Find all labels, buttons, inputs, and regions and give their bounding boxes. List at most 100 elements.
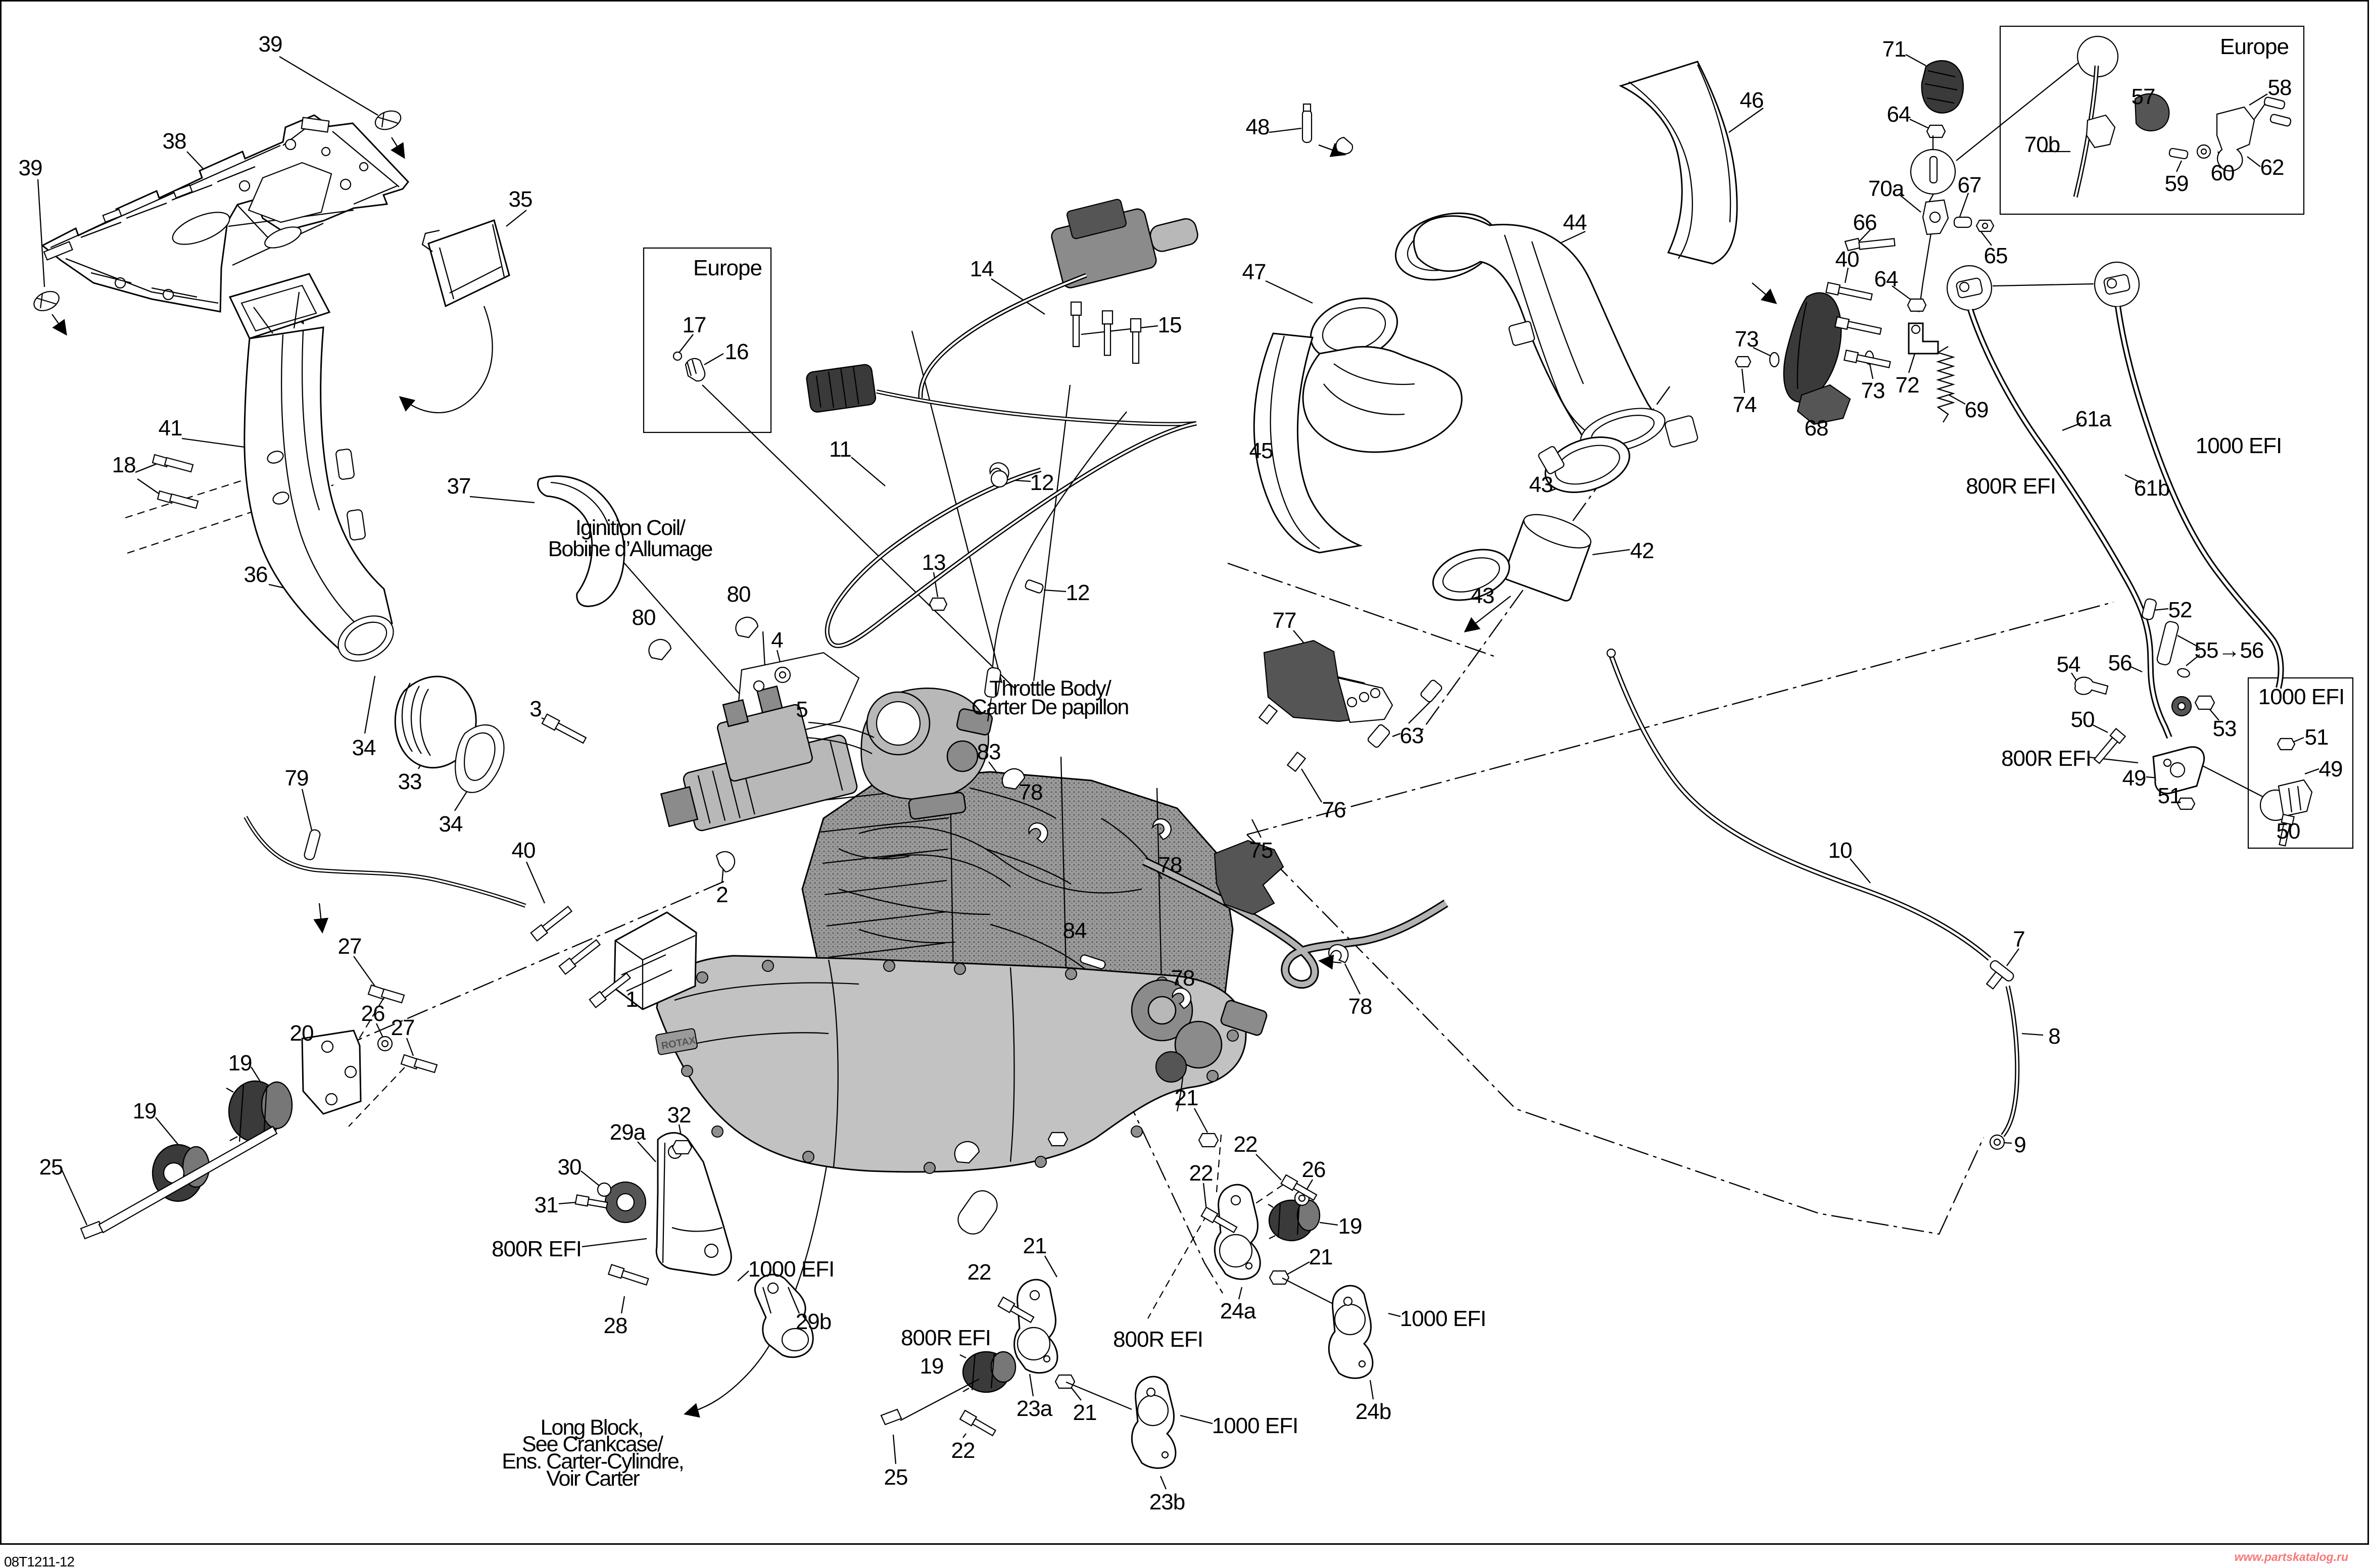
svg-text:1000 EFI: 1000 EFI [1212, 1413, 1298, 1438]
svg-text:Carter De papillon: Carter De papillon [972, 695, 1129, 719]
svg-text:52: 52 [2168, 598, 2192, 622]
svg-text:39: 39 [19, 156, 42, 180]
svg-text:800R EFI: 800R EFI [901, 1326, 991, 1350]
svg-text:51: 51 [2305, 725, 2329, 750]
svg-text:40: 40 [1835, 247, 1859, 272]
svg-text:24a: 24a [1220, 1299, 1256, 1324]
svg-text:40: 40 [512, 838, 536, 863]
svg-text:19: 19 [228, 1051, 252, 1075]
svg-text:800R EFI: 800R EFI [2001, 746, 2091, 771]
svg-text:69: 69 [1965, 398, 1989, 422]
svg-text:37: 37 [447, 474, 471, 499]
svg-text:72: 72 [1896, 373, 1919, 398]
svg-text:Voir Carter: Voir Carter [546, 1466, 640, 1491]
svg-text:5: 5 [796, 697, 807, 722]
svg-text:15: 15 [1158, 313, 1182, 337]
svg-text:70b: 70b [2024, 132, 2060, 157]
svg-text:49: 49 [2319, 757, 2343, 781]
svg-text:49: 49 [2122, 766, 2146, 791]
svg-text:44: 44 [1563, 210, 1587, 235]
svg-text:8: 8 [2048, 1024, 2060, 1049]
svg-text:26: 26 [1302, 1157, 1326, 1182]
svg-text:77: 77 [1273, 608, 1296, 633]
svg-text:79: 79 [285, 766, 309, 791]
svg-text:28: 28 [604, 1313, 627, 1338]
svg-text:43: 43 [1529, 472, 1553, 497]
svg-text:11: 11 [829, 437, 851, 462]
svg-text:45: 45 [1249, 438, 1273, 463]
svg-text:46: 46 [1740, 88, 1764, 113]
svg-text:27: 27 [338, 934, 362, 959]
svg-text:34: 34 [352, 736, 376, 760]
svg-text:20: 20 [290, 1021, 314, 1046]
svg-text:78: 78 [1348, 994, 1372, 1019]
svg-text:2: 2 [716, 883, 728, 907]
svg-text:22: 22 [951, 1438, 975, 1463]
svg-text:25: 25 [39, 1155, 63, 1180]
svg-text:12: 12 [1030, 470, 1054, 495]
svg-text:54: 54 [2057, 652, 2081, 677]
svg-text:33: 33 [398, 769, 422, 794]
svg-text:25: 25 [884, 1465, 908, 1490]
svg-text:29a: 29a [610, 1120, 646, 1145]
svg-text:800R EFI: 800R EFI [1966, 474, 2056, 499]
svg-text:19: 19 [133, 1099, 157, 1123]
svg-text:10: 10 [1828, 838, 1852, 863]
svg-text:64: 64 [1887, 102, 1911, 127]
svg-text:39: 39 [259, 32, 282, 57]
svg-text:1000 EFI: 1000 EFI [2196, 433, 2282, 458]
svg-text:61a: 61a [2075, 407, 2112, 431]
svg-text:59: 59 [2165, 171, 2189, 196]
svg-text:75: 75 [1249, 838, 1273, 863]
svg-text:73: 73 [1861, 378, 1885, 403]
svg-text:22: 22 [1189, 1161, 1213, 1186]
svg-text:24b: 24b [1356, 1399, 1391, 1424]
svg-text:Iginition Coil/: Iginition Coil/ [575, 516, 686, 540]
svg-text:38: 38 [163, 129, 186, 154]
svg-text:76: 76 [1322, 798, 1346, 822]
svg-text:Throttle Body/: Throttle Body/ [989, 676, 1111, 701]
svg-text:See Crankcase/: See Crankcase/ [522, 1432, 663, 1456]
svg-text:9: 9 [2014, 1133, 2025, 1157]
svg-text:34: 34 [439, 812, 463, 837]
svg-text:19: 19 [1338, 1214, 1362, 1239]
svg-text:50: 50 [2071, 707, 2095, 732]
svg-text:14: 14 [970, 257, 994, 281]
svg-text:64: 64 [1874, 267, 1898, 291]
svg-text:12: 12 [1066, 580, 1090, 605]
svg-text:22: 22 [968, 1260, 991, 1285]
svg-text:29b: 29b [796, 1309, 831, 1334]
svg-text:42: 42 [1630, 538, 1654, 563]
svg-text:84: 84 [1063, 918, 1087, 943]
svg-text:68: 68 [1805, 416, 1828, 440]
svg-text:19: 19 [920, 1354, 944, 1379]
svg-text:58: 58 [2268, 75, 2292, 100]
svg-text:78: 78 [1171, 966, 1195, 991]
svg-text:Ens. Carter-Cylindre,: Ens. Carter-Cylindre, [502, 1449, 683, 1474]
svg-text:27: 27 [391, 1015, 415, 1040]
svg-text:60: 60 [2211, 161, 2235, 185]
svg-text:21: 21 [1309, 1245, 1333, 1269]
svg-text:63: 63 [1400, 723, 1424, 748]
svg-text:47: 47 [1242, 260, 1266, 284]
svg-text:80: 80 [727, 582, 751, 607]
svg-text:1000 EFI: 1000 EFI [748, 1257, 835, 1282]
svg-text:800R EFI: 800R EFI [1113, 1327, 1203, 1352]
svg-text:55→56: 55→56 [2195, 638, 2264, 663]
svg-text:21: 21 [1073, 1400, 1097, 1425]
svg-text:31: 31 [535, 1193, 558, 1217]
svg-text:13: 13 [922, 550, 946, 575]
svg-text:3: 3 [529, 697, 541, 721]
svg-text:1: 1 [625, 987, 637, 1012]
svg-text:57: 57 [2132, 84, 2155, 109]
svg-text:Long Block,: Long Block, [541, 1415, 643, 1440]
svg-text:51: 51 [2158, 783, 2182, 808]
svg-text:21: 21 [1175, 1086, 1198, 1110]
svg-text:21: 21 [1023, 1234, 1047, 1258]
svg-text:78: 78 [1158, 853, 1182, 877]
svg-text:61b: 61b [2134, 476, 2169, 501]
svg-text:65: 65 [1984, 243, 2008, 268]
svg-text:Europe: Europe [693, 256, 762, 280]
svg-text:1000 EFI: 1000 EFI [2258, 684, 2345, 709]
svg-text:62: 62 [2260, 155, 2284, 180]
